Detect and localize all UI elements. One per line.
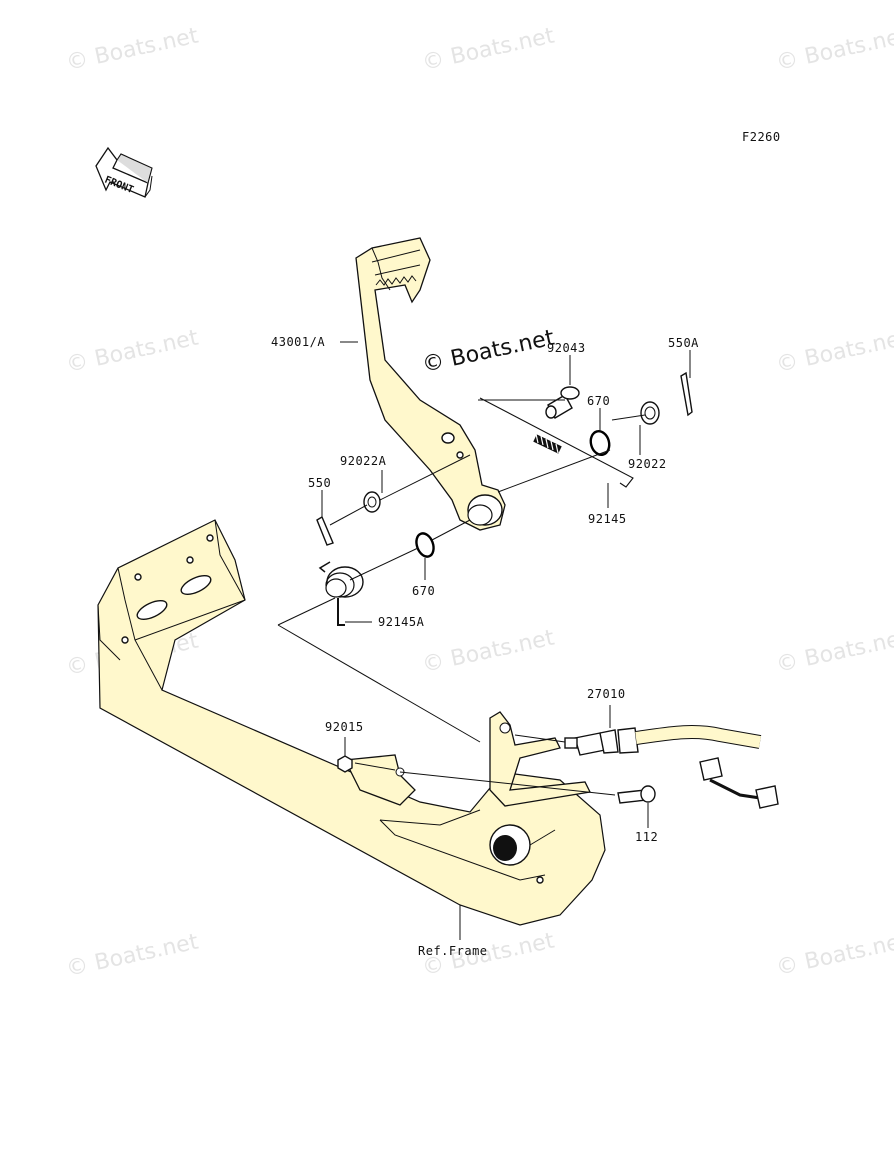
part-labels: 43001/A 92043 550A 670 92022A 92022 550 … [271, 335, 699, 958]
watermark-text: © Boats.net [64, 23, 201, 75]
bolt-112 [617, 785, 656, 804]
watermark-text: © Boats.net [774, 325, 894, 377]
torsion-spring-92145a [318, 561, 364, 626]
watermark-text: © Boats.net [64, 929, 201, 981]
nut-92015 [337, 755, 353, 773]
o-ring-670-upper [589, 429, 611, 457]
watermark-text-dark: © Boats.net [420, 325, 557, 377]
cotter-pin-550a [680, 371, 693, 417]
part-label-92022: 92022 [628, 457, 667, 471]
watermark-text: © Boats.net [64, 325, 201, 377]
part-label-92043: 92043 [547, 341, 586, 355]
part-label-43001a: 43001/A [271, 335, 325, 349]
diagram-code: F2260 [742, 130, 781, 144]
spring-92145 [479, 397, 634, 488]
part-label-92145a: 92145A [378, 615, 425, 629]
part-label-92145: 92145 [588, 512, 627, 526]
washer-92022 [640, 401, 660, 425]
part-label-670-upper: 670 [587, 394, 610, 408]
o-ring-670-lower [415, 532, 435, 558]
front-arrow-icon: FRONT [95, 146, 153, 198]
part-label-550a: 550A [668, 336, 699, 350]
ref-frame-label: Ref.Frame [418, 944, 488, 958]
brake-pedal-part [355, 237, 506, 531]
watermark-text: © Boats.net [420, 23, 557, 75]
part-label-92015: 92015 [325, 720, 364, 734]
part-label-550: 550 [308, 476, 331, 490]
brake-switch-27010 [564, 724, 779, 809]
watermark-text: © Boats.net [774, 23, 894, 75]
watermark-text: © Boats.net [774, 625, 894, 677]
part-label-92022a: 92022A [340, 454, 387, 468]
part-label-112: 112 [635, 830, 658, 844]
leader-lines [277, 341, 691, 940]
frame-part [97, 519, 606, 926]
cotter-pin-550 [316, 515, 334, 546]
washer-92022a [363, 491, 381, 513]
watermark-text: © Boats.net [774, 928, 894, 980]
pin-92043 [545, 386, 580, 419]
part-label-27010: 27010 [587, 687, 626, 701]
part-label-670-lower: 670 [412, 584, 435, 598]
watermark-text: © Boats.net [420, 625, 557, 677]
